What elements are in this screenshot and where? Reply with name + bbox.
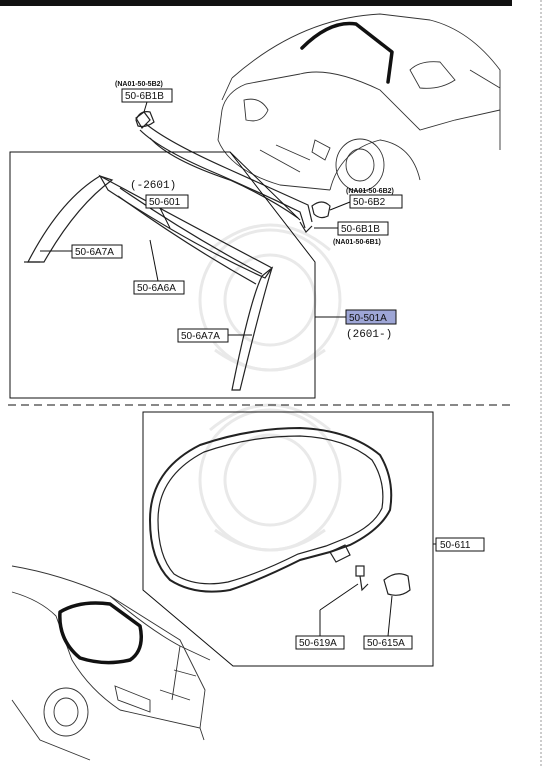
label-501a: 50-501A (349, 313, 387, 324)
leader-615a (387, 595, 393, 637)
note-6b1: (NA01-50-6B1) (333, 239, 381, 246)
label-619a: 50-619A (299, 638, 337, 649)
clip-6b1b-top (135, 111, 155, 128)
subassembly-frame (9, 151, 316, 399)
label-601: 50-601 (149, 197, 181, 208)
leader-6a6a (149, 239, 159, 282)
label-6a7a-right: 50-6A7A (181, 331, 220, 342)
label-box-501a-highlight (345, 309, 397, 325)
drip-molding-parts (24, 174, 274, 391)
drip-molding-assembly (135, 111, 313, 233)
car-front-illustration (217, 13, 501, 192)
rear-window-seal (148, 426, 393, 593)
top-rule (0, 0, 512, 6)
frame-connector (229, 151, 301, 221)
label-box-619a (295, 635, 345, 650)
label-6a7a-left: 50-6A7A (75, 247, 114, 258)
note-6b2: (NA01-50-6B2) (346, 188, 394, 195)
label-box-6a6a (133, 280, 185, 295)
label-box-615a (363, 635, 413, 650)
leader-6b2 (329, 201, 351, 211)
label-box-611 (435, 537, 485, 552)
label-box-6b2 (349, 194, 403, 209)
label-611: 50-611 (440, 540, 471, 551)
leader-6b1b-top (143, 101, 148, 113)
rear-window-seal-mark (58, 601, 143, 665)
clip-619a (355, 565, 369, 592)
car-rear-illustration (11, 565, 211, 761)
leader-619a (319, 583, 359, 611)
label-6b1b: 50-6B1B (341, 224, 380, 235)
label-615a: 50-615A (367, 638, 405, 649)
clip-6b2 (311, 201, 331, 219)
label-6b1b-top: 50-6B1B (125, 91, 164, 102)
range-2601: (-2601) (130, 180, 176, 192)
windshield-seal-mark (300, 21, 394, 84)
spacer-615a (383, 573, 411, 596)
rear-seal-frame (142, 411, 434, 667)
watermark-crest (198, 223, 342, 552)
label-6b2: 50-6B2 (353, 197, 386, 208)
range-501a: (2601-) (346, 329, 392, 341)
label-6a6a: 50-6A6A (137, 283, 176, 294)
label-box-601 (145, 194, 189, 209)
note-6b2-top: (NA01-50-5B2) (115, 81, 163, 88)
leader-601 (159, 207, 171, 229)
